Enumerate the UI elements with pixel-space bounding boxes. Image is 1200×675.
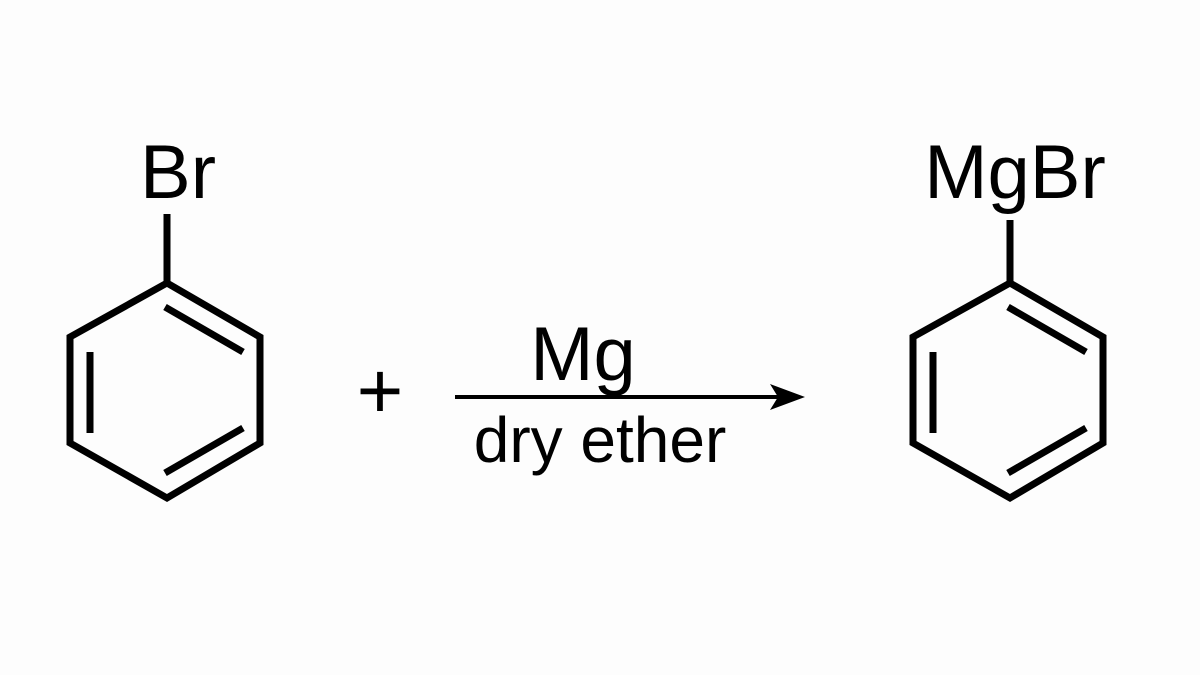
plus-sign: +: [357, 346, 404, 435]
inner-double-bond: [1006, 303, 1088, 356]
bromine-label: Br: [140, 130, 216, 215]
benzene-ring: [909, 278, 1107, 503]
reaction-arrow-head: [770, 384, 805, 410]
inner-double-bond: [163, 424, 245, 477]
inner-double-bond: [163, 303, 245, 356]
bromobenzene-structure: [66, 214, 264, 503]
inner-double-bond: [1006, 424, 1088, 477]
solvent-label: dry ether: [474, 404, 727, 476]
reagent-label: Mg: [530, 312, 636, 397]
magnesium-bromide-label: MgBr: [924, 130, 1106, 215]
benzene-ring: [66, 278, 264, 503]
phenylmagnesium-bromide-structure: [909, 220, 1107, 503]
